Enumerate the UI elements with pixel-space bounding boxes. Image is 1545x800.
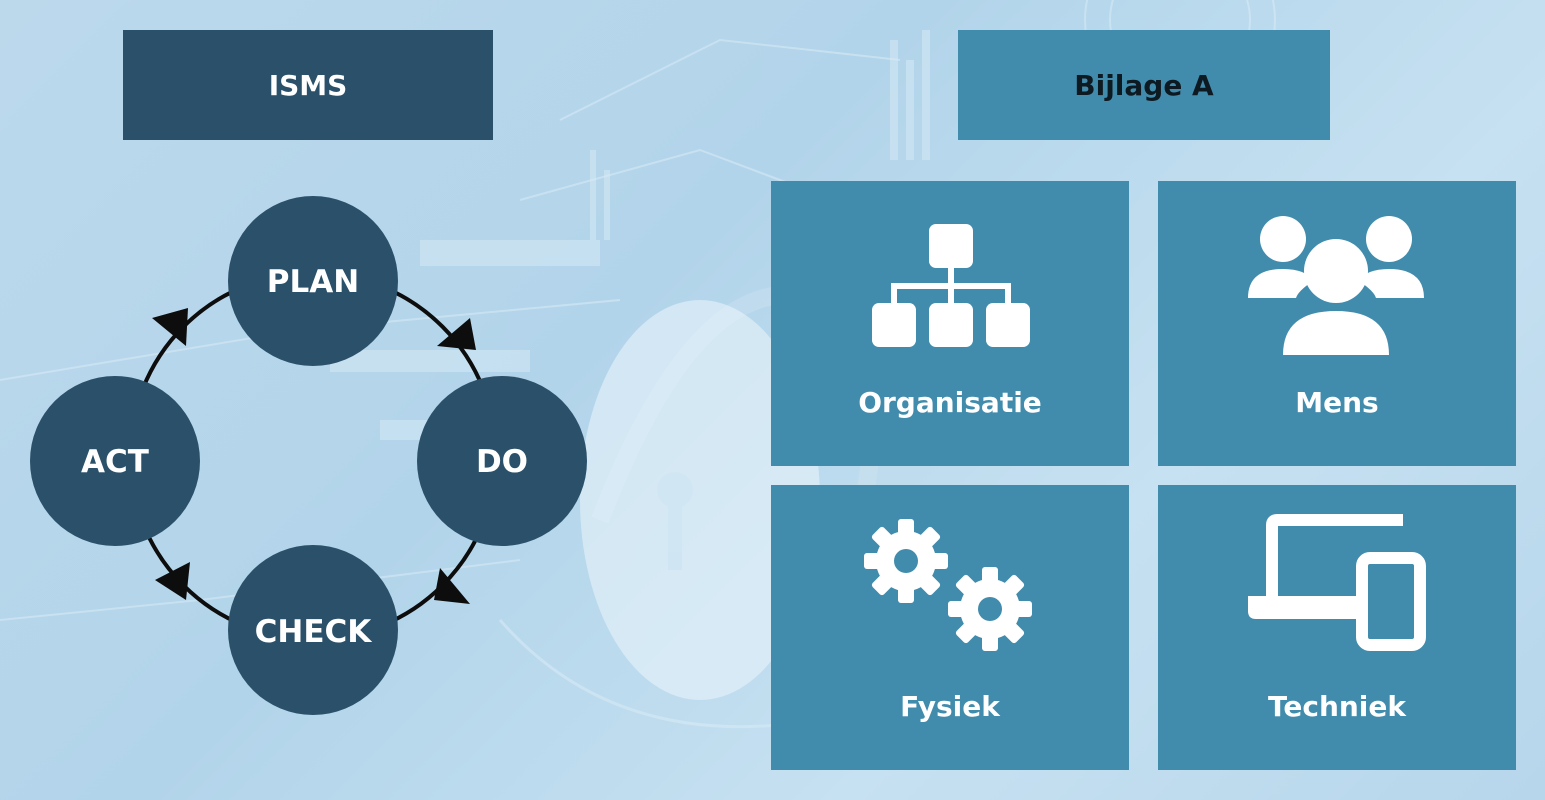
phase-plan-label: PLAN xyxy=(267,264,359,300)
tile-techniek: Techniek xyxy=(1158,485,1516,770)
arrow-act-to-plan xyxy=(152,308,188,346)
tile-organisatie: Organisatie xyxy=(771,181,1129,466)
people-group-icon xyxy=(1248,216,1424,355)
annex-title: Bijlage A xyxy=(1074,68,1214,102)
phase-check: CHECK xyxy=(228,545,398,715)
tile-organisatie-label: Organisatie xyxy=(858,386,1042,419)
phase-act-label: ACT xyxy=(81,444,149,480)
tile-fysiek: Fysiek xyxy=(771,485,1129,770)
phase-check-label: CHECK xyxy=(255,614,373,650)
isms-header: ISMS xyxy=(123,30,493,140)
annex-a-header: Bijlage A xyxy=(958,30,1330,140)
arrow-check-to-act xyxy=(155,562,190,600)
gears-icon xyxy=(864,519,1032,651)
isms-title: ISMS xyxy=(268,68,348,102)
tile-mens-label: Mens xyxy=(1295,386,1379,419)
pdca-cycle-diagram: PLAN DO CHECK ACT xyxy=(30,196,587,715)
phase-do-label: DO xyxy=(476,444,528,480)
arrow-do-to-check xyxy=(434,568,470,604)
tile-fysiek-label: Fysiek xyxy=(900,690,1000,723)
phase-plan: PLAN xyxy=(228,196,398,366)
tile-techniek-label: Techniek xyxy=(1267,690,1407,723)
org-chart-icon xyxy=(872,224,1030,347)
arrow-plan-to-do xyxy=(437,318,476,350)
phase-do: DO xyxy=(417,376,587,546)
devices-icon xyxy=(1248,514,1426,651)
tile-mens: Mens xyxy=(1158,181,1516,466)
phase-act: ACT xyxy=(30,376,200,546)
